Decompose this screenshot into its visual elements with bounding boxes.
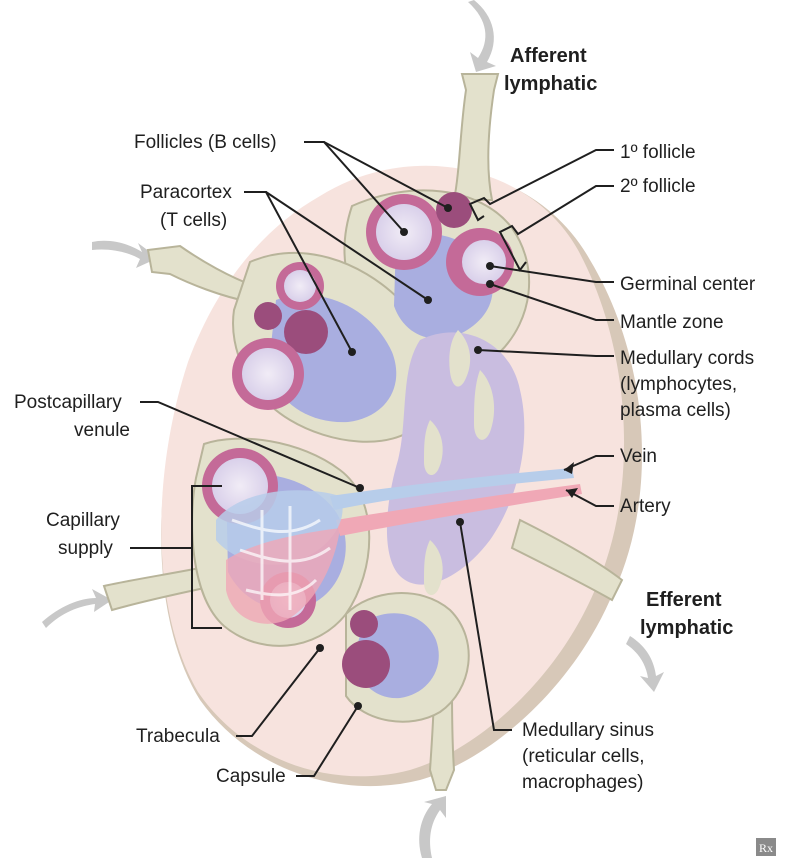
artery	[336, 484, 582, 536]
capillary-network-artery	[226, 528, 340, 624]
label-capsule: Capsule	[216, 766, 286, 787]
label-vein: Vein	[620, 446, 657, 467]
label-afferent-line2: lymphatic	[504, 73, 597, 95]
label-germinal-center: Germinal center	[620, 274, 756, 295]
rx-logo-text: Rx	[759, 841, 773, 855]
label-secondary-follicle: 2º follicle	[620, 176, 696, 197]
label-primary-follicle: 1º follicle	[620, 142, 696, 163]
label-artery: Artery	[620, 496, 671, 517]
primary-follicle-lower-1	[350, 610, 378, 638]
afferent-flow-arrow-left	[92, 240, 158, 268]
secondary-follicle	[446, 228, 514, 296]
efferent-flow-arrow	[626, 636, 664, 692]
label-afferent-line1: Afferent	[510, 45, 587, 67]
primary-follicle-top	[436, 192, 472, 228]
afferent-flow-arrow-bottom	[419, 796, 446, 858]
label-paracortex-line2: (T cells)	[160, 210, 227, 231]
label-medullary-sinus-line1: Medullary sinus	[522, 720, 654, 741]
afferent-flow-arrow-top	[468, 0, 496, 72]
label-paracortex-line1: Paracortex	[140, 182, 232, 203]
label-trabecula: Trabecula	[136, 726, 220, 747]
label-medullary-sinus-line2: (reticular cells,	[522, 746, 644, 767]
label-efferent-line1: Efferent	[646, 589, 722, 611]
label-medullary-cords-line2: (lymphocytes,	[620, 374, 737, 395]
follicle-upper-left-small	[276, 262, 324, 310]
medullary-cord-2	[474, 370, 495, 440]
label-mantle-zone: Mantle zone	[620, 312, 724, 333]
efferent-vessel	[510, 518, 624, 602]
medullary-cord-1	[449, 330, 471, 387]
label-medullary-cords-line1: Medullary cords	[620, 348, 754, 369]
medullary-cord-3	[424, 420, 443, 476]
leader-lines	[130, 141, 614, 777]
label-efferent-line2: lymphatic	[640, 617, 733, 639]
medullary-cord-4	[424, 540, 443, 596]
vein	[330, 468, 574, 510]
rx-logo: Rx	[756, 838, 776, 856]
label-medullary-sinus-line3: macrophages)	[522, 772, 643, 793]
label-capillary-line1: Capillary	[46, 510, 120, 531]
capillary-mesh	[231, 506, 331, 610]
label-medullary-cords-line3: plasma cells)	[620, 400, 731, 421]
primary-follicle-upper-left-1	[254, 302, 282, 330]
label-postcapillary-line1: Postcapillary	[14, 392, 122, 413]
label-follicles: Follicles (B cells)	[134, 132, 277, 153]
primary-follicle-upper-left-2	[284, 310, 328, 354]
afferent-flow-arrow-bottom-left	[42, 589, 112, 628]
label-postcapillary-line2: venule	[74, 420, 130, 441]
primary-follicle-lower-2	[342, 640, 390, 688]
afferent-vessel-top	[452, 73, 500, 201]
follicle-left-large	[232, 338, 304, 410]
label-capillary-line2: supply	[58, 538, 113, 559]
